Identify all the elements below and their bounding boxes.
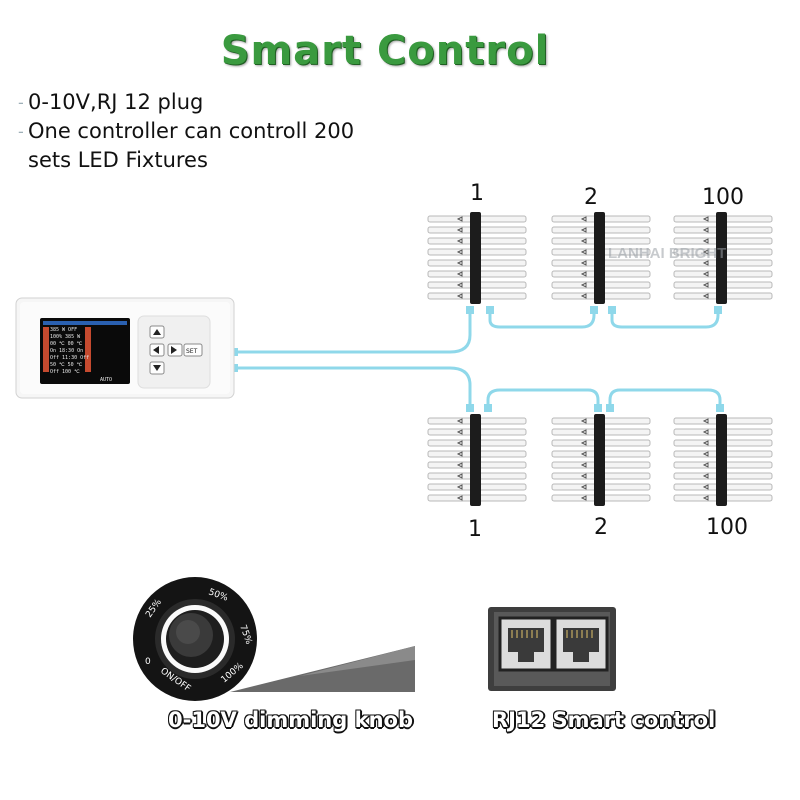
fixture-number: 100	[706, 515, 748, 540]
feature-item: -One controller can controll 200	[18, 119, 355, 143]
feature-item: sets LED Fixtures	[28, 148, 208, 172]
led-fixture	[673, 413, 773, 507]
arrow-down-icon	[153, 365, 161, 371]
led-fixture	[427, 413, 527, 507]
led-fixture	[551, 413, 651, 507]
arrow-up-icon	[153, 329, 161, 335]
svg-text:385 W OFF: 385 W OFF	[50, 327, 77, 333]
fixture-number: 2	[594, 515, 608, 540]
watermark-logo: LANHAI BRIGHT	[608, 245, 726, 262]
rj12-ports	[488, 607, 616, 691]
controller: 385 W OFF 100% 385 W 00 ℃ 00 ℃ On 18:30 …	[15, 297, 235, 399]
cables	[232, 310, 722, 410]
feature-item: -0-10V,RJ 12 plug	[18, 90, 204, 114]
knob-caption: 0-10V dimming knob	[168, 708, 413, 732]
svg-text:SET: SET	[186, 348, 198, 355]
svg-text:50 ℃ 50 ℃: 50 ℃ 50 ℃	[50, 362, 83, 368]
svg-text:100% 385 W: 100% 385 W	[50, 334, 81, 340]
arrow-left-icon	[153, 346, 159, 354]
arrow-right-icon	[171, 346, 177, 354]
set-button[interactable]	[183, 343, 203, 357]
svg-text:0: 0	[145, 657, 151, 667]
fixture-number: 100	[702, 185, 744, 210]
connectors	[228, 306, 724, 412]
fixture-number: 1	[470, 181, 484, 206]
fixture-number: 2	[584, 185, 598, 210]
feature-list: -0-10V,RJ 12 plug -One controller can co…	[18, 88, 354, 175]
svg-text:00 ℃ 00 ℃: 00 ℃ 00 ℃	[50, 341, 83, 347]
svg-text:On 18:30 On: On 18:30 On	[50, 348, 83, 354]
rj12-caption: RJ12 Smart control	[492, 708, 716, 732]
dimming-knob: 25% 50% 75% 100% 0 ON/OFF	[133, 577, 415, 701]
svg-text:Off 11:30 Off: Off 11:30 Off	[50, 355, 89, 361]
fixture-number: 1	[468, 517, 482, 542]
svg-text:AUTO: AUTO	[100, 377, 112, 383]
svg-text:Off 100 ℃: Off 100 ℃	[50, 369, 80, 375]
page-title: Smart Control	[220, 28, 550, 74]
led-fixture	[427, 211, 527, 305]
